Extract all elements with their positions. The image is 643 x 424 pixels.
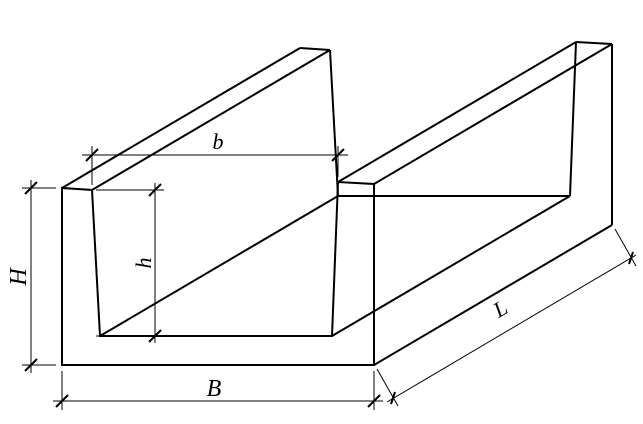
right-wall-inner-top-edge <box>337 41 577 183</box>
extension-line-front <box>376 368 399 407</box>
floor-right-corner-edge <box>331 195 571 337</box>
floor-left-corner-edge <box>99 195 339 337</box>
dimension-H: H <box>6 180 56 373</box>
dimension-h-label: h <box>131 258 156 269</box>
tick-mark-back <box>628 251 634 265</box>
left-wall-outer-top-edge <box>61 47 301 189</box>
dimension-B: B <box>53 371 383 410</box>
dimension-L-label: L <box>488 295 512 323</box>
u-channel-body <box>61 41 613 366</box>
tick-mark-top <box>24 181 38 195</box>
back-left-wall-top-edge <box>299 47 331 51</box>
tick-mark-top <box>148 183 162 197</box>
dimension-line <box>386 254 637 403</box>
extension-line-back <box>614 228 637 267</box>
bottom-right-outer-edge <box>373 224 613 366</box>
dimension-B-label: B <box>207 376 222 402</box>
dimension-L: L <box>376 228 637 407</box>
dimension-H-label: H <box>6 267 32 287</box>
back-inner-right-edge <box>569 41 577 197</box>
tick-mark-left <box>85 148 99 162</box>
tick-mark-bottom <box>24 358 38 372</box>
back-inner-left-edge <box>329 49 339 197</box>
left-wall-inner-top-edge <box>91 49 331 191</box>
tick-mark-right <box>367 394 381 408</box>
dimension-b: b <box>82 129 348 185</box>
dimension-h: h <box>96 183 164 343</box>
tick-mark-left <box>55 394 69 408</box>
tick-mark-front <box>390 391 396 405</box>
front-face-outline <box>61 180 375 366</box>
dimension-b-label: b <box>213 129 224 154</box>
right-wall-outer-top-edge <box>373 43 613 185</box>
back-right-wall-top-edge <box>575 41 613 45</box>
tick-mark-bottom <box>148 329 162 343</box>
tick-mark-right <box>331 148 345 162</box>
